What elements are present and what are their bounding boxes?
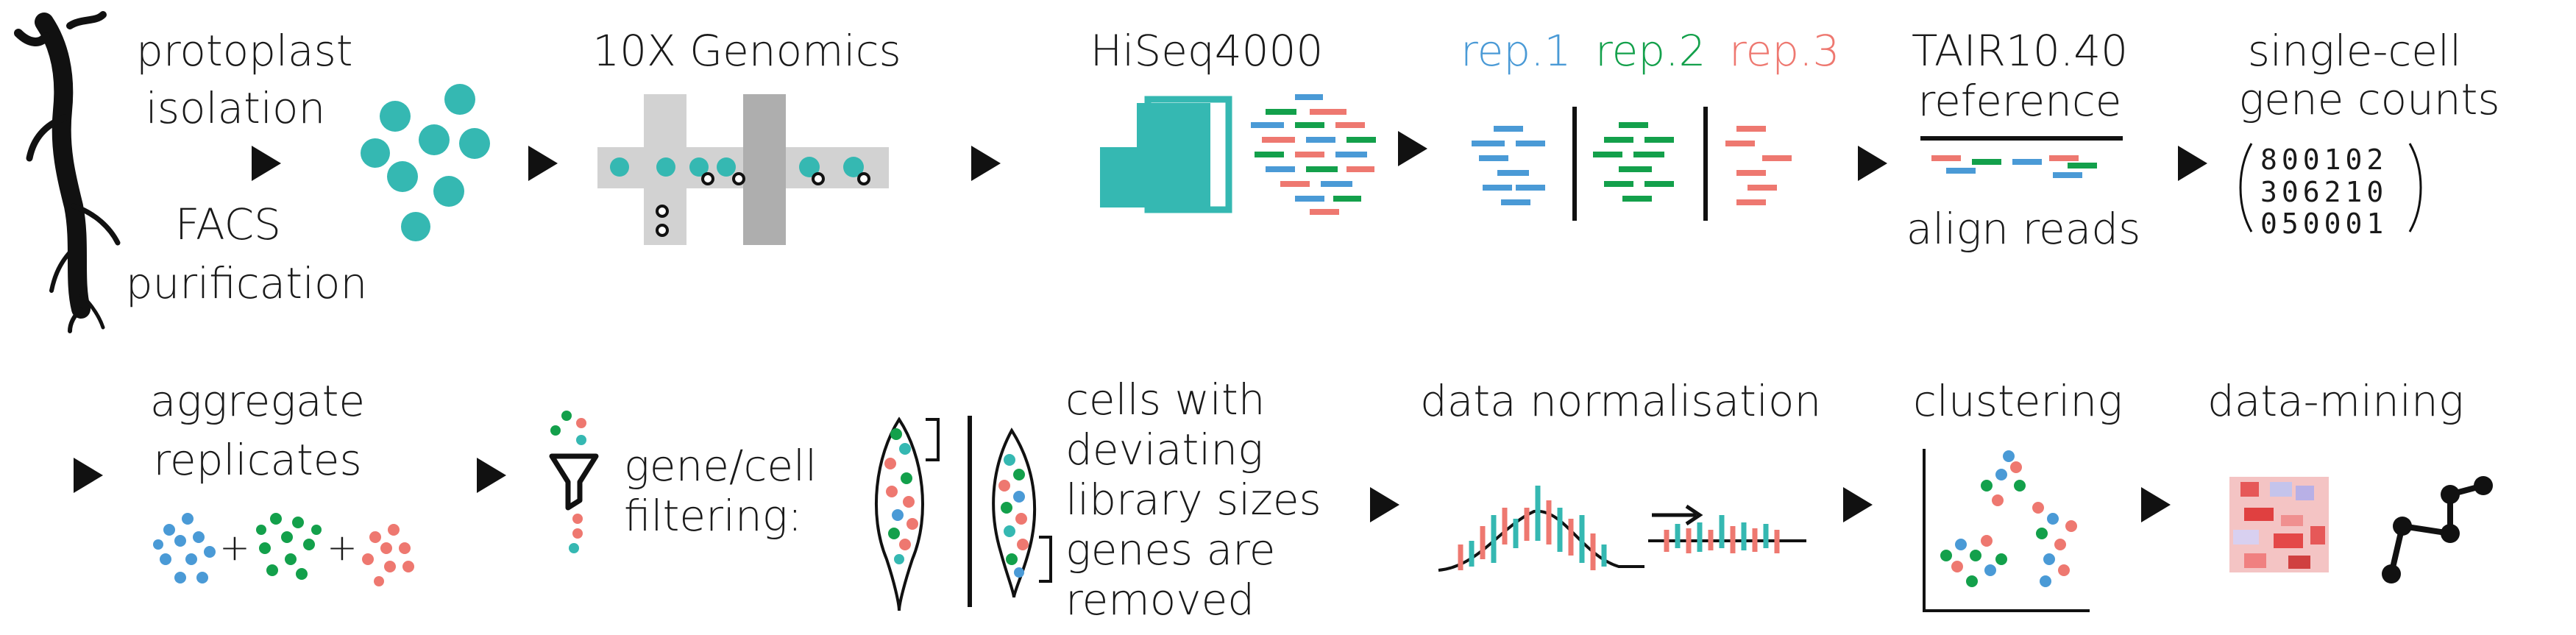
arrow-icon	[74, 458, 103, 493]
step5-label-2: reference	[1917, 76, 2122, 126]
step1-label-3: FACS	[174, 199, 281, 249]
funnel-icon	[549, 411, 599, 553]
arrow-icon	[528, 146, 558, 181]
step9-label-1: cells with	[1065, 375, 1266, 425]
chip-icon	[597, 94, 889, 245]
plus-sign: +	[219, 526, 250, 569]
step10-title: data normalisation	[1420, 376, 1822, 426]
step7-label-1: aggregate	[149, 376, 366, 426]
matrix-brackets	[2239, 143, 2422, 233]
arrow-icon	[1370, 487, 1399, 522]
step9-label-4: genes are	[1065, 525, 1276, 575]
alignment-icon	[1920, 136, 2123, 178]
arrow-icon	[1398, 131, 1427, 166]
arrow-icon	[971, 146, 1001, 181]
arrow-icon	[2141, 487, 2171, 522]
clustering-scatter	[1923, 449, 2090, 612]
step2-title: 10X Genomics	[592, 26, 901, 76]
aggregate-dots	[153, 513, 414, 586]
arrow-icon	[1843, 487, 1873, 522]
step12-title: data-mining	[2207, 376, 2464, 426]
step6-label-1: single-cell	[2247, 26, 2462, 76]
step11-title: clustering	[1913, 376, 2123, 426]
rep1-label: rep.1	[1461, 26, 1572, 76]
arrow-icon	[477, 458, 506, 493]
rep3-label: rep.3	[1729, 26, 1840, 76]
matrix-row: 800102	[2260, 143, 2388, 176]
step5-label-3: align reads	[1906, 204, 2141, 254]
plus-sign: +	[327, 526, 358, 569]
step9-label-3: library sizes	[1065, 475, 1321, 525]
arrow-icon	[2178, 146, 2207, 181]
step1-label-1: protoplast	[136, 26, 353, 76]
matrix-row: 050001	[2260, 207, 2388, 241]
violin-plots	[874, 416, 1052, 611]
replicate-reads	[1472, 107, 1792, 221]
rep2-label: rep.2	[1595, 26, 1706, 76]
mixed-reads	[1251, 94, 1376, 215]
step8-label-1: gene/cell	[624, 441, 817, 491]
step1-label-4: purification	[125, 258, 368, 308]
normalisation-plots	[1438, 486, 1806, 572]
step9-label-2: deviating	[1065, 425, 1263, 475]
arrow-icon	[1858, 146, 1887, 181]
sequencer-icon	[1100, 96, 1232, 213]
step6-label-2: gene counts	[2238, 74, 2500, 124]
count-matrix: 800102 306210 050001	[2260, 143, 2388, 241]
arrow-icon	[252, 146, 281, 181]
network-graph	[2382, 476, 2493, 583]
root-icon	[14, 11, 121, 333]
step5-label-1: TAIR10.40	[1911, 26, 2129, 76]
step8-label-2: filtering:	[624, 491, 803, 541]
step3-title: HiSeq4000	[1090, 26, 1324, 76]
step7-label-2: replicates	[153, 435, 362, 485]
matrix-row: 306210	[2260, 175, 2388, 208]
heatmap	[2229, 477, 2329, 572]
protoplast-cells	[361, 84, 490, 241]
step1-label-2: isolation	[145, 83, 326, 133]
step9-label-5: removed	[1065, 575, 1255, 625]
